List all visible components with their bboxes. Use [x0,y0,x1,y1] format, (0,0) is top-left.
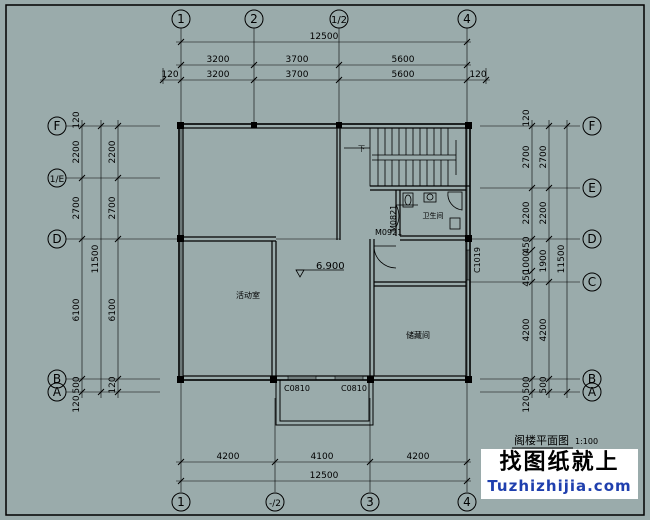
balcony [275,380,374,426]
dim-right-inner-4: 450 [522,236,532,253]
dim-bottom-total: 12500 [310,471,339,481]
dim-right-inner-9: 120 [522,395,532,412]
dim-top-total: 12500 [310,32,339,42]
dim-top-r2-2: 3200 [207,70,230,80]
elevation-label: 6.900 [316,261,345,272]
dim-left-inner-4: 120 [108,376,118,393]
dim-left-total: 11500 [91,244,101,273]
window-c1019-label: C1019 [473,247,482,273]
dim-top-r2-4: 5600 [392,70,415,80]
element-labels: M0921 M0821 C1019 C0810 C0810 下 [284,145,482,393]
dim-left-inner-1: 2200 [108,140,118,163]
dimension-text-vertical: 120 2200 2700 6100 500 120 11500 2200 27… [72,109,567,412]
grid-bubble-labels: 1 2 1/2 4 1 -/2 3 4 F 1/E D B A F E D C … [50,12,597,509]
grid-label-left-1: F [54,119,61,133]
watermark-logo: 找图纸就上 Tuzhizhijia.com [481,449,638,499]
window-c0810-left-label: C0810 [284,384,310,393]
dim-top-r1-2: 3700 [286,55,309,65]
walls [178,123,471,381]
dim-top-r2-1: 120 [161,70,178,80]
dim-right-inner-2: 2700 [522,145,532,168]
grid-label-bottom-2: -/2 [269,499,281,509]
staircase [344,127,467,187]
dim-left-inner-2: 2700 [108,196,118,219]
dim-left-outer-2: 2200 [72,140,82,163]
dimension-text-horizontal: 12500 3200 3700 5600 120 3200 3700 5600 … [161,32,486,481]
grid-label-right-1: F [589,119,596,133]
dim-right-inner-1: 120 [522,109,532,126]
window-c0810-right-label: C0810 [341,384,367,393]
grid-label-bottom-1: 1 [177,495,185,509]
dim-right-inner-3: 2200 [522,201,532,224]
dim-right-outer-2: 2200 [539,201,549,224]
dimension-lines [81,41,568,482]
grid-lines [66,28,580,492]
columns [177,122,472,383]
dim-right-inner-5: 1000 [522,250,532,273]
dim-right-total: 11500 [557,244,567,273]
drawing-title: 阁楼平面图 1:100 [512,433,598,449]
grid-label-top-2: 2 [250,12,258,26]
watermark-cn-text: 找图纸就上 [499,450,620,475]
door-m0921-label: M0921 [375,228,402,237]
grid-label-bottom-3: 3 [366,495,374,509]
room-bathroom-label: 卫生间 [423,211,444,220]
dim-top-r2-3: 3700 [286,70,309,80]
dim-right-inner-7: 4200 [522,318,532,341]
grid-label-right-3: D [587,232,596,246]
windows [287,249,471,381]
dim-right-inner-8: 500 [522,376,532,393]
dim-right-inner-6: 450 [522,269,532,286]
dim-right-outer-1: 2700 [539,145,549,168]
grid-label-top-1: 1 [177,12,185,26]
dim-left-inner-3: 6100 [108,298,118,321]
title-name: 阁楼平面图 [514,433,569,447]
grid-label-right-4: C [588,275,596,289]
dim-bottom-3: 4200 [407,452,430,462]
grid-label-right-2: E [588,181,596,195]
grid-label-left-3: D [52,232,61,246]
elevation-marker [295,269,344,278]
dim-right-outer-5: 500 [539,376,549,393]
grid-label-top-4: 4 [463,12,471,26]
watermark-url-text: Tuzhizhijia.com [487,477,632,495]
dim-left-outer-6: 120 [72,395,82,412]
bathroom-fixtures [402,191,463,230]
grid-label-top-3: 1/2 [331,15,347,26]
dim-bottom-2: 4100 [311,452,334,462]
dimension-ticks [78,38,571,485]
grid-label-left-2: 1/E [50,175,65,185]
grid-label-right-6: A [588,385,597,399]
dim-bottom-1: 4200 [217,452,240,462]
dim-left-outer-1: 120 [72,111,82,128]
stair-direction-label: 下 [358,145,365,153]
drawing-frame [5,4,645,516]
room-activity-label: 活动室 [236,290,260,300]
dim-right-outer-4: 4200 [539,318,549,341]
dim-right-outer-3: 1900 [539,249,549,272]
dim-top-r2-5: 120 [469,70,486,80]
grid-label-left-4: B [53,372,61,386]
dim-left-outer-3: 2700 [72,196,82,219]
dim-top-r1-1: 3200 [207,55,230,65]
title-scale: 1:100 [575,437,598,446]
room-labels: 活动室 储藏间 卫生间 [236,211,444,340]
grid-label-right-5: B [588,372,596,386]
door-m0821-label: M0821 [389,205,398,232]
dim-top-r1-3: 5600 [392,55,415,65]
grid-bubbles [47,9,602,512]
room-storage-label: 储藏间 [406,330,430,340]
dim-left-outer-5: 500 [72,376,82,393]
dim-left-outer-4: 6100 [72,298,82,321]
grid-label-left-5: A [53,385,62,399]
grid-label-bottom-4: 4 [463,495,471,509]
